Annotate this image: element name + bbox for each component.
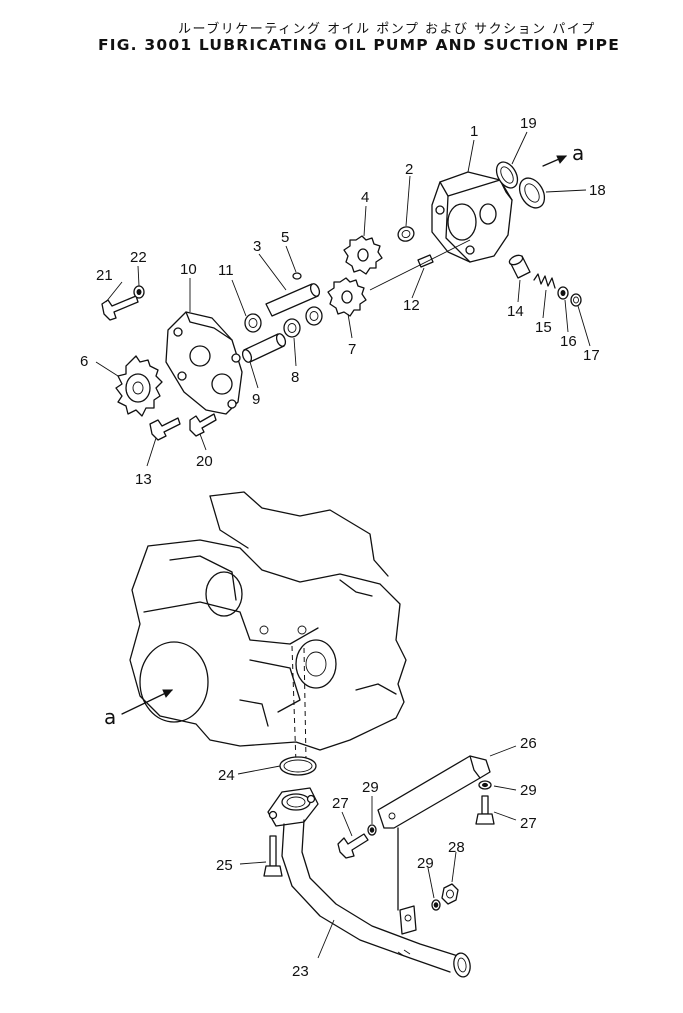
leader-lines (95, 131, 591, 959)
callout-29-bottom: 29 (417, 855, 434, 872)
bolt-21 (101, 295, 139, 321)
callout-13: 13 (135, 471, 152, 488)
callout-11: 11 (218, 262, 234, 279)
plug-17 (570, 293, 582, 307)
bolt-27-left (337, 833, 369, 859)
title-japanese: ルーブリケーティング オイル ポンプ および サクション パイプ (178, 22, 596, 37)
spring-15 (533, 273, 556, 289)
callout-28: 28 (448, 839, 465, 856)
suction-pipe-23 (267, 787, 471, 978)
callout-1: 1 (470, 123, 478, 140)
bushing-11 (244, 313, 262, 333)
shaft-3 (265, 283, 321, 317)
reference-a-top: a (572, 141, 584, 165)
callout-27-left: 27 (332, 795, 349, 812)
callout-6: 6 (80, 353, 88, 370)
callout-20: 20 (196, 453, 213, 470)
driven-gear-4 (343, 235, 383, 275)
callout-29-left: 29 (362, 779, 379, 796)
shaft-9 (241, 333, 287, 363)
callout-5: 5 (281, 229, 289, 246)
engine-case (129, 491, 407, 765)
callout-14: 14 (507, 303, 524, 320)
pump-cover-10 (165, 311, 243, 415)
callout-21: 21 (96, 267, 113, 284)
callout-8: 8 (291, 369, 299, 386)
pin-5 (292, 272, 302, 280)
pump-body (431, 171, 513, 263)
callout-7: 7 (348, 341, 356, 358)
callout-26: 26 (520, 735, 537, 752)
callout-15: 15 (535, 319, 552, 336)
callout-24: 24 (218, 767, 235, 784)
callout-22: 22 (130, 249, 147, 266)
arrow-a-bottom (121, 689, 173, 715)
callout-29-right: 29 (520, 782, 537, 799)
nut-28 (441, 883, 459, 905)
dowel-pin-2 (397, 226, 415, 242)
callout-27-right: 27 (520, 815, 537, 832)
callout-19: 19 (520, 115, 537, 132)
callout-10: 10 (180, 261, 197, 278)
callout-12: 12 (403, 297, 420, 314)
o-ring-24 (279, 756, 317, 776)
callout-16: 16 (560, 333, 577, 350)
bushing-8 (283, 306, 323, 338)
title-english: FIG. 3001 LUBRICATING OIL PUMP AND SUCTI… (98, 36, 620, 54)
callout-3: 3 (253, 238, 261, 255)
gear-6 (115, 355, 163, 417)
washer-29-left (367, 824, 377, 836)
washer-29-right (478, 780, 492, 790)
callout-18: 18 (589, 182, 606, 199)
washer-22 (133, 285, 145, 299)
callout-2: 2 (405, 161, 413, 178)
bracket-26 (377, 755, 491, 911)
bolt-25 (263, 835, 283, 877)
washer-16 (557, 286, 569, 300)
callout-9: 9 (252, 391, 260, 408)
drive-gear-7 (327, 277, 367, 317)
relief-valve-14 (508, 254, 531, 279)
o-ring-18 (518, 177, 546, 209)
washer-29-bottom (431, 899, 441, 911)
bolt-13 (149, 417, 181, 441)
callout-17: 17 (583, 347, 600, 364)
callout-23: 23 (292, 963, 309, 980)
bolt-27-right (475, 795, 495, 825)
reference-a-bottom: a (104, 705, 116, 729)
callout-25: 25 (216, 857, 233, 874)
callout-4: 4 (361, 189, 369, 206)
bolt-20 (189, 413, 217, 437)
